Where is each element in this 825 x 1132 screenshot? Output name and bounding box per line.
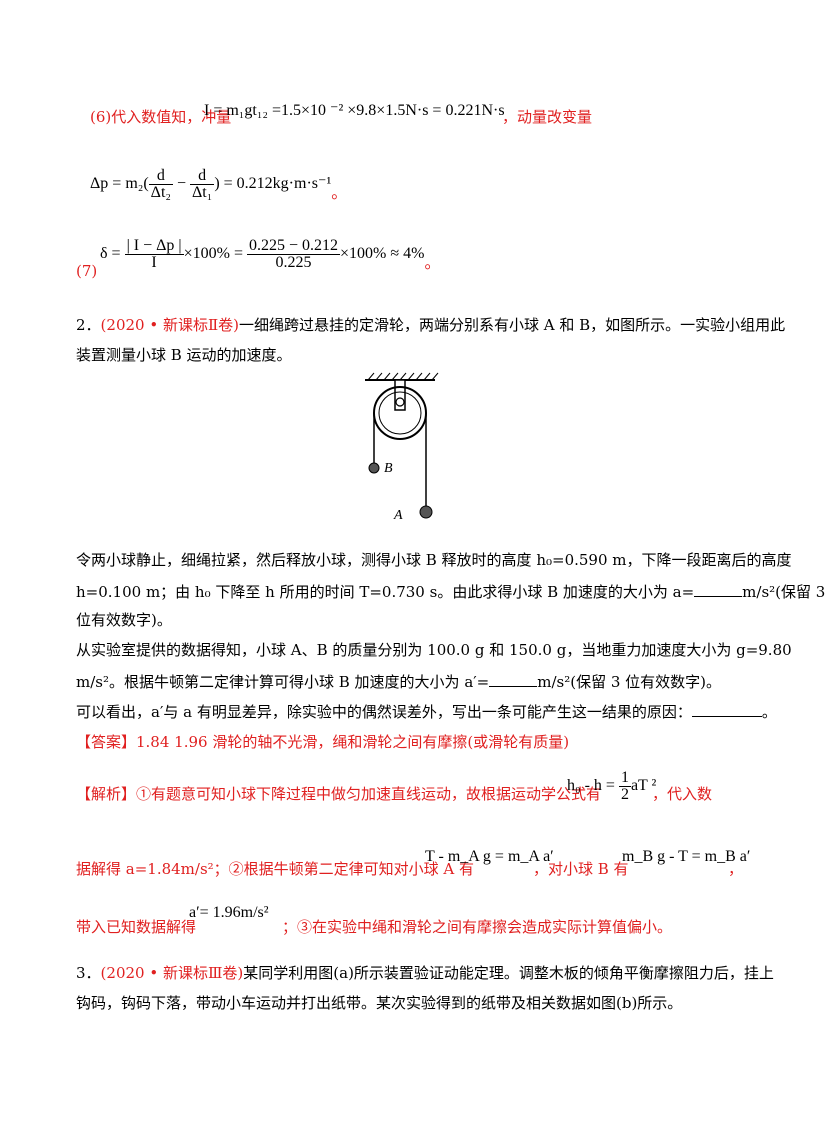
question-3-intro-line2: 钩码，钩码下落，带动小车运动并打出纸带。某次实验得到的纸带及相关数据如图(b)所… bbox=[76, 994, 683, 1012]
step6-suffix: ，动量改变量 bbox=[502, 108, 593, 126]
question-2-para-2: h=0.100 m；由 h₀ 下降至 h 所用的时间 T=0.730 s。由此求… bbox=[76, 583, 825, 601]
label-b: B bbox=[384, 461, 393, 476]
result-formula: a′= 1.96m/s² bbox=[189, 904, 269, 921]
label-a: A bbox=[393, 508, 403, 523]
question-2-para-4: 从实验室提供的数据得知，小球 A、B 的质量分别为 100.0 g 和 150.… bbox=[76, 641, 792, 659]
ball-b bbox=[368, 462, 380, 474]
blank-a[interactable] bbox=[694, 583, 743, 597]
impulse-formula: I = m₁gt₁₂ =1.5×10 ⁻² ×9.8×1.5N·s = 0.22… bbox=[204, 102, 505, 119]
analysis-line-3-tail: ；③在实验中绳和滑轮之间有摩擦会造成实际计算值偏小。 bbox=[282, 918, 673, 936]
question-2-source: (2020 • 新课标Ⅱ卷) bbox=[100, 316, 240, 334]
blank-a-prime[interactable] bbox=[489, 673, 538, 687]
dp-lhs: Δp = m₂( bbox=[90, 175, 149, 193]
question-3-source: (2020 • 新课标Ⅲ卷) bbox=[100, 964, 244, 982]
analysis-line-1-tail: ，代入数 bbox=[652, 785, 713, 803]
question-3-intro: 3．(2020 • 新课标Ⅲ卷)某同学利用图(a)所示装置验证动能定理。调整木板… bbox=[76, 964, 774, 982]
pulley-figure: B A bbox=[365, 372, 439, 523]
question-2-answer: 【答案】1.84 1.96 滑轮的轴不光滑，绳和滑轮之间有摩擦(或滑轮有质量) bbox=[76, 733, 570, 751]
question-2-intro: 2．(2020 • 新课标Ⅱ卷)一细绳跨过悬挂的定滑轮，两端分别系有小球 A 和… bbox=[76, 316, 786, 334]
step7-label: (7) bbox=[76, 262, 98, 280]
question-2-para-1: 令两小球静止，细绳拉紧，然后释放小球，测得小球 B 释放时的高度 h₀=0.59… bbox=[76, 551, 792, 569]
analysis-line-2: 据解得 a=1.84m/s²；②根据牛顿第二定律可知对小球 A 有 bbox=[76, 860, 475, 878]
ceiling-hatch bbox=[367, 372, 439, 381]
newton-ball-a-formula: T - m_A g = m_A a′ bbox=[425, 848, 554, 865]
question-2-para-3: 位有效数字)。 bbox=[76, 611, 172, 629]
newton-ball-b-formula: m_B g - T = m_B a′ bbox=[622, 848, 751, 865]
ball-a bbox=[419, 505, 433, 519]
analysis-line-1: 【解析】①有题意可知小球下降过程中做匀加速直线运动，故根据运动学公式有 bbox=[76, 785, 602, 803]
pulley-bracket bbox=[394, 379, 406, 411]
analysis-line-2-mid: ，对小球 B 有 bbox=[533, 860, 629, 878]
step6-prefix: (6)代入数值知，冲量 bbox=[90, 108, 232, 126]
analysis-line-3: 带入已知数据解得 bbox=[76, 918, 197, 936]
blank-reason[interactable] bbox=[691, 703, 762, 717]
pulley-axle bbox=[395, 397, 405, 407]
question-2-para-5: m/s²。根据牛顿第二定律计算可得小球 B 加速度的大小为 a′=m/s²(保留… bbox=[76, 673, 722, 691]
fraction-error: | I − Δp |I bbox=[124, 237, 184, 271]
question-2-para-6: 可以看出，a′与 a 有明显差异，除实验中的偶然误差外，写出一条可能产生这一结果… bbox=[76, 703, 777, 721]
dp-rhs: ) = 0.212kg·m·s⁻¹ bbox=[214, 175, 332, 193]
question-2-intro-line2: 装置测量小球 B 运动的加速度。 bbox=[76, 346, 292, 364]
